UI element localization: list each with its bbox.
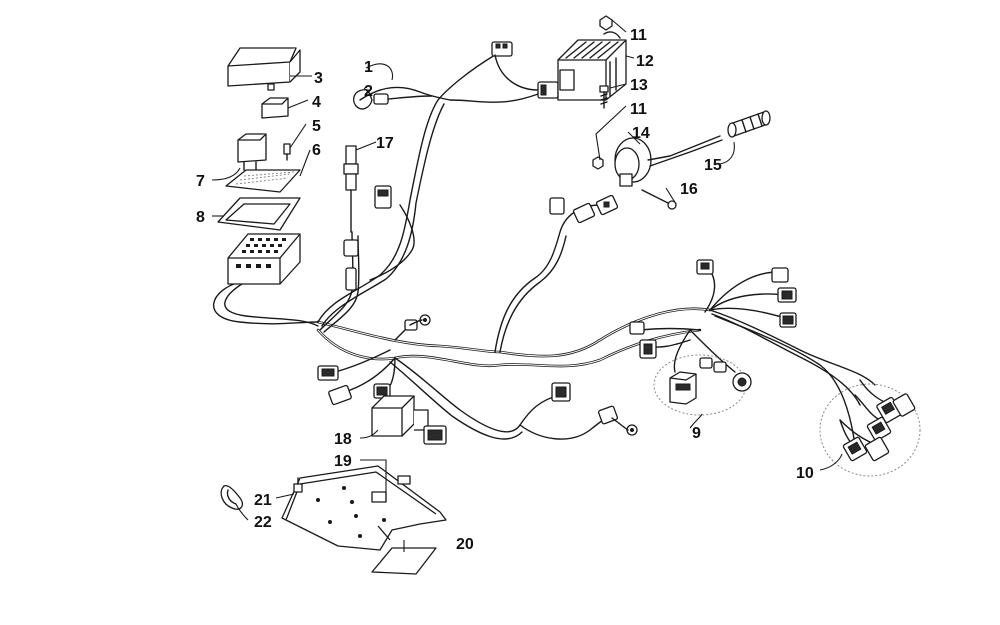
callout-22: 22 xyxy=(254,514,272,531)
part-13-bolt xyxy=(599,85,609,109)
callout-4: 4 xyxy=(312,94,321,111)
leader-lines xyxy=(211,19,843,552)
callout-1: 1 xyxy=(364,59,373,76)
part-10-connector-cluster xyxy=(819,379,921,477)
part-17-sensor xyxy=(343,145,359,291)
part-8-gasket xyxy=(217,197,301,231)
part-19-mount-plate xyxy=(281,465,447,551)
part-11-nut-top xyxy=(599,15,613,31)
callout-11-top: 11 xyxy=(630,27,647,44)
part-4-relay xyxy=(261,97,289,119)
harness-connectors xyxy=(317,41,797,436)
callout-6: 6 xyxy=(312,142,321,159)
part-21-grommet xyxy=(293,477,303,493)
callout-18: 18 xyxy=(334,431,352,448)
part-15-grip xyxy=(727,110,771,138)
part-14-switch xyxy=(614,135,723,187)
callout-16: 16 xyxy=(680,181,698,198)
part-11-nut-mid xyxy=(592,156,604,170)
callout-11-mid: 11 xyxy=(630,101,647,118)
fuse-block xyxy=(227,233,301,285)
callout-17: 17 xyxy=(376,135,394,152)
callout-9: 9 xyxy=(692,425,701,442)
part-16-screw xyxy=(641,189,677,210)
part-22-clamp xyxy=(220,484,244,510)
part-3-fuse-box-cover xyxy=(227,47,301,91)
callout-3: 3 xyxy=(314,70,323,87)
callout-21: 21 xyxy=(254,492,272,509)
part-12-regulator xyxy=(557,39,627,101)
part-1-2-clip-connector xyxy=(353,86,451,110)
callout-8: 8 xyxy=(196,209,205,226)
part-9-connector-group xyxy=(653,354,752,416)
part-5-fuse xyxy=(283,143,291,161)
part-7-relay xyxy=(237,133,267,171)
washer-top xyxy=(603,31,621,39)
callout-19: 19 xyxy=(334,453,352,470)
callout-5: 5 xyxy=(312,118,321,135)
callout-15: 15 xyxy=(704,157,722,174)
callout-2: 2 xyxy=(364,83,373,100)
part-20-pad xyxy=(371,547,437,575)
callout-labels: 1 2 3 4 5 6 7 8 9 10 11 12 13 11 14 15 1… xyxy=(196,27,814,553)
part-18-module xyxy=(371,395,447,445)
main-harness xyxy=(212,54,876,446)
callout-12: 12 xyxy=(636,53,654,70)
callout-13: 13 xyxy=(630,77,648,94)
part-6-fuse-panel xyxy=(225,169,301,193)
callout-20: 20 xyxy=(456,536,474,553)
callout-10: 10 xyxy=(796,465,814,482)
callout-7: 7 xyxy=(196,173,205,190)
callout-14: 14 xyxy=(632,125,650,142)
